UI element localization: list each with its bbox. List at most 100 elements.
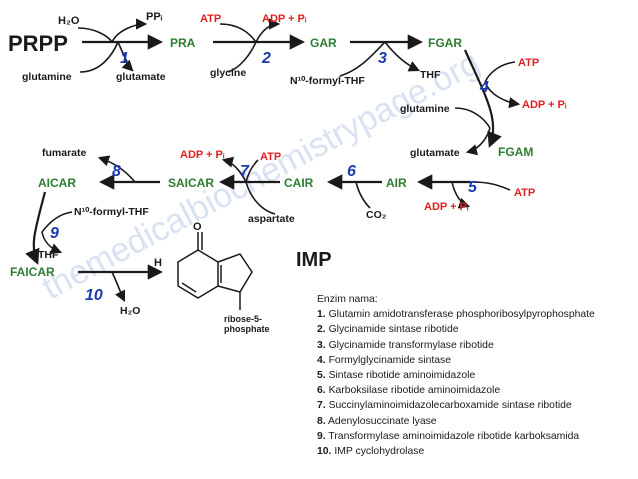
- side-arrow-aspartate-in: [245, 181, 276, 215]
- legend-item: 4. Formylglycinamide sintase: [317, 353, 635, 368]
- step-4-label: 4: [479, 79, 489, 96]
- legend-item: 6. Karboksilase ribotide aminoimidazole: [317, 383, 635, 398]
- legend-item-number: 7.: [317, 400, 326, 412]
- legend-item: 3. Glycinamide transformylase ribotide: [317, 338, 635, 353]
- compound-fgar: FGAR: [428, 36, 462, 50]
- side-arrow-adp2-out: [255, 18, 281, 43]
- imp-carbonyl: [197, 232, 203, 250]
- compound-aicar: AICAR: [38, 176, 76, 190]
- cofactor-atp-7: ATP: [260, 151, 281, 163]
- cofactor-h2o-10: H₂O: [120, 305, 140, 317]
- legend-item: 8. Adenylosuccinate lyase: [317, 414, 635, 429]
- cofactor-co2: CO₂: [366, 209, 387, 221]
- side-arrow-atp7-in: [245, 159, 259, 183]
- cofactor-glutamine-1: glutamine: [22, 71, 72, 83]
- side-arrow-glutamate4-out: [465, 127, 491, 156]
- legend-item-number: 4.: [317, 354, 326, 366]
- cofactor-h2o-top: H₂O: [58, 15, 80, 27]
- legend-item-number: 1.: [317, 309, 326, 321]
- cofactor-glutamate-4: glutamate: [410, 147, 460, 159]
- cofactor-aspartate: aspartate: [248, 213, 295, 225]
- cofactor-adp-5: ADP + Pᵢ: [424, 201, 469, 213]
- imp-structure: [177, 232, 253, 310]
- side-arrow-co2-in: [355, 181, 371, 209]
- cofactor-adp-7: ADP + Pᵢ: [180, 149, 225, 161]
- side-arrow-glutamine-in: [79, 41, 119, 73]
- side-arrow-ppi-out: [111, 18, 148, 43]
- side-arrow-glycine-in: [227, 41, 257, 73]
- step-2-label: 2: [261, 50, 271, 67]
- imp-ribose-label-1: ribose-5-: [224, 314, 262, 324]
- step-9-label: 9: [50, 225, 59, 242]
- side-arrow-thf3-out: [384, 41, 421, 72]
- side-arrow-fumarate-out: [97, 155, 136, 183]
- legend-item: 9. Transformylase aminoimidazole ribotid…: [317, 429, 635, 444]
- legend-item-number: 2.: [317, 324, 326, 336]
- side-arrow-formyl9-in: [41, 211, 73, 233]
- legend-item-name: Formylglycinamide sintase: [328, 354, 451, 366]
- cofactor-adp-2: ADP + Pᵢ: [262, 13, 307, 25]
- imp-oxygen-label: O: [193, 221, 202, 233]
- legend-item-name: IMP cyclohydrolase: [334, 446, 425, 458]
- side-arrow-adp5-out: [451, 181, 471, 209]
- step-6-label: 6: [347, 163, 356, 180]
- cofactor-fumarate: fumarate: [42, 147, 87, 159]
- compound-air: AIR: [386, 176, 407, 190]
- cofactor-thf-3: THF: [420, 69, 441, 81]
- cofactor-glutamate-1: glutamate: [116, 71, 166, 83]
- side-arrow-glutamate-out: [117, 41, 134, 72]
- imp-hydrogen-label: H: [154, 257, 162, 269]
- step-3-label: 3: [378, 50, 387, 67]
- legend-item-name: Sintase ribotide aminoimidazole: [328, 370, 476, 382]
- side-arrow-adp4-out: [484, 81, 521, 109]
- legend-item-name: Transformylase aminoimidazole ribotide k…: [328, 430, 580, 442]
- imp-ribose-label-2: phosphate: [224, 324, 270, 334]
- compound-cair: CAIR: [284, 176, 314, 190]
- legend-item: 7. Succinylaminoimidazolecarboxamide sin…: [317, 398, 635, 413]
- legend-list: 1. Glutamin amidotransferase phosphoribo…: [317, 307, 635, 459]
- side-arrow-glutamine4-in: [454, 107, 491, 129]
- cofactor-adp-4: ADP + Pᵢ: [522, 99, 567, 111]
- compound-pra: PRA: [170, 36, 196, 50]
- side-arrow-h2o-in: [77, 27, 113, 43]
- cofactor-thf-9: THF: [38, 249, 59, 261]
- cofactor-atp-4: ATP: [518, 57, 539, 69]
- arrow-step-9: [25, 191, 47, 265]
- legend-item-number: 10.: [317, 446, 332, 458]
- cofactor-atp-5: ATP: [514, 187, 535, 199]
- step-7-label: 7: [240, 163, 250, 180]
- legend-item-name: Glutamin amidotransferase phosphoribosyl…: [328, 309, 595, 321]
- enzyme-legend: Enzim nama: 1. Glutamin amidotransferase…: [317, 292, 635, 459]
- side-arrow-thf9-out: [41, 231, 63, 254]
- arrow-step-4: [463, 49, 502, 148]
- step-1-label: 1: [120, 50, 129, 67]
- side-arrow-atp5-in: [469, 181, 511, 191]
- step-10-label: 10: [85, 287, 103, 304]
- side-arrows: [41, 18, 521, 303]
- compound-fgam: FGAM: [498, 145, 533, 159]
- step-5-label: 5: [468, 179, 478, 196]
- cofactor-ppi: PPᵢ: [146, 11, 163, 23]
- legend-item-name: Succinylaminoimidazolecarboxamide sintas…: [328, 400, 572, 412]
- legend-item-name: Karboksilase ribotide aminoimidazole: [328, 385, 501, 397]
- legend-item-number: 6.: [317, 385, 326, 397]
- compound-faicar: FAICAR: [10, 265, 55, 279]
- step-8-label: 8: [112, 163, 121, 180]
- side-arrow-formyl3-in: [339, 41, 386, 77]
- side-arrow-atp4-in: [484, 61, 516, 83]
- cofactor-formyl-thf-9: N¹⁰-formyl-THF: [74, 206, 149, 218]
- side-arrow-atp2-in: [219, 23, 257, 43]
- compound-saicar: SAICAR: [168, 176, 214, 190]
- compound-prpp: PRPP: [8, 31, 68, 56]
- legend-item: 5. Sintase ribotide aminoimidazole: [317, 368, 635, 383]
- legend-item: 2. Glycinamide sintase ribotide: [317, 322, 635, 337]
- legend-item-name: Glycinamide sintase ribotide: [328, 324, 459, 336]
- compound-gar: GAR: [310, 36, 337, 50]
- legend-item-name: Adenylosuccinate lyase: [328, 415, 437, 427]
- legend-item-number: 3.: [317, 339, 326, 351]
- legend-item-name: Glycinamide transformylase ribotide: [328, 339, 494, 351]
- legend-item: 10. IMP cyclohydrolase: [317, 444, 635, 459]
- imp-five-ring: [217, 253, 253, 293]
- imp-double-bonds: [181, 265, 222, 293]
